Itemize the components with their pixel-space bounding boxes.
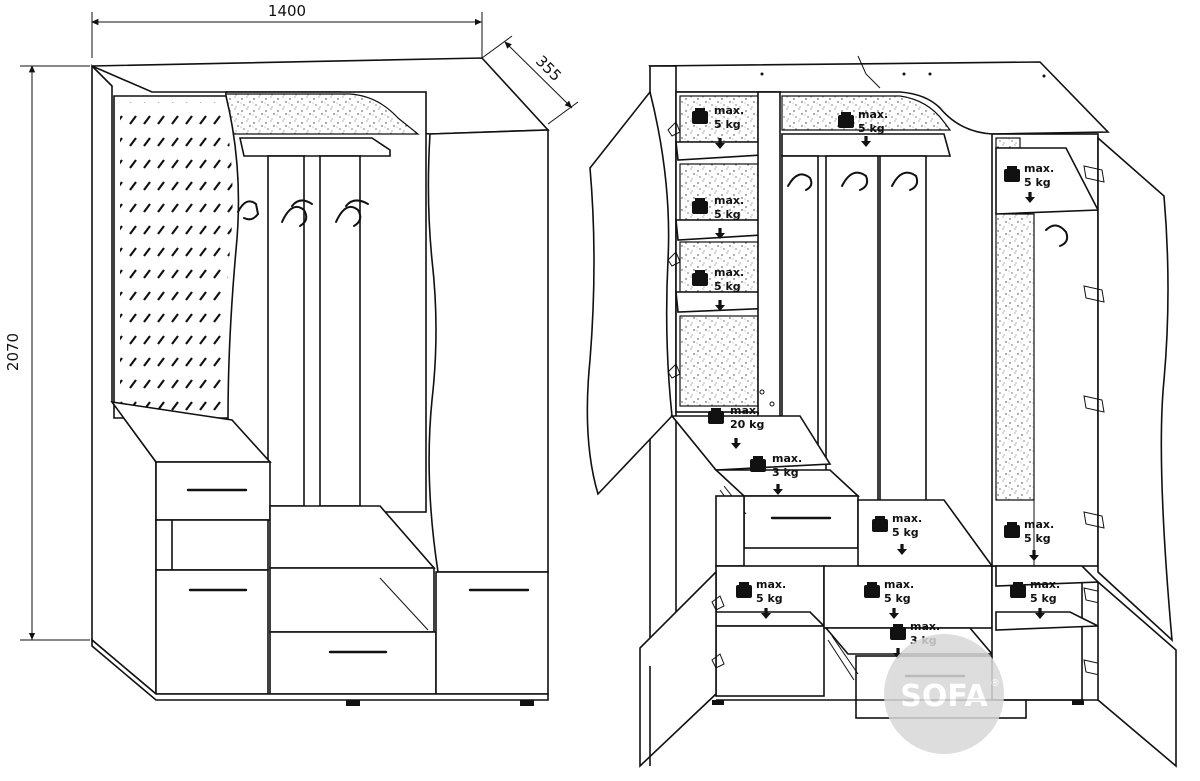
width-label: 1400 (268, 2, 306, 20)
svg-text:20 kg: 20 kg (730, 418, 764, 431)
svg-text:max.: max. (1024, 518, 1054, 531)
center-drawer[interactable] (269, 631, 437, 695)
hook-icon (891, 171, 919, 191)
svg-text:5 kg: 5 kg (1024, 532, 1051, 545)
center-open-shelf-open (823, 565, 993, 629)
load-label: max. 5 kg (838, 108, 888, 147)
logo-circle (884, 634, 1004, 754)
plinth (91, 638, 549, 701)
center-base-shelf-open (857, 499, 994, 567)
left-open-door[interactable] (586, 90, 673, 496)
load-label: max. 5 kg (864, 578, 914, 619)
svg-text:5 kg: 5 kg (858, 122, 885, 135)
center-strip (879, 155, 927, 507)
height-dimension: 2070 (4, 65, 90, 641)
load-label: max. 5 kg (692, 104, 744, 149)
seat-top-open (670, 415, 832, 471)
wardrobe-cork (995, 213, 1035, 501)
depth-label: 355 (532, 52, 565, 85)
hook-icon (335, 206, 362, 227)
right-wardrobe-door-open[interactable] (1097, 136, 1173, 642)
hook-icon (841, 171, 869, 191)
svg-text:max.: max. (910, 620, 940, 633)
cork-panel (995, 137, 1021, 149)
hook-icon (291, 199, 313, 207)
left-niche (715, 495, 745, 567)
hook-icon (1045, 224, 1069, 247)
left-lower-door[interactable] (639, 570, 717, 768)
svg-text:max.: max. (730, 404, 760, 417)
lower-right-door[interactable] (435, 571, 549, 695)
divider (757, 91, 781, 419)
coat-hooks (237, 199, 369, 227)
right-lower-door[interactable] (1097, 580, 1177, 768)
load-label: max. 5 kg (1010, 578, 1060, 619)
svg-text:max.: max. (892, 512, 922, 525)
sofa-logo-watermark: SOFA ® (884, 634, 1004, 754)
svg-text:5 kg: 5 kg (714, 208, 741, 221)
svg-text:5 kg: 5 kg (884, 592, 911, 605)
svg-text:max.: max. (756, 578, 786, 591)
svg-text:5 kg: 5 kg (1024, 176, 1051, 189)
svg-text:3 kg: 3 kg (772, 466, 799, 479)
load-label: max. 3 kg (750, 452, 802, 495)
hinges-left (667, 121, 681, 379)
svg-text:max.: max. (1030, 578, 1060, 591)
hat-shelf (239, 137, 391, 157)
hook-icon (345, 199, 369, 207)
hook-icon (281, 206, 308, 227)
center-strip (825, 155, 879, 507)
svg-text:max.: max. (1024, 162, 1054, 175)
foot (346, 700, 360, 706)
svg-text:max.: max. (714, 104, 744, 117)
load-label: max. 5 kg (692, 194, 744, 239)
load-label: max. 5 kg (1004, 162, 1054, 203)
closed-unit-drawing: 1400 355 2070 (4, 2, 579, 706)
load-label: max. 5 kg (692, 266, 744, 311)
width-dimension: 1400 (91, 2, 483, 58)
left-lower-cabinet-bottom (715, 625, 825, 697)
back-strip-left (267, 155, 305, 507)
load-label: max. 5 kg (872, 512, 922, 555)
load-label: max. 5 kg (736, 578, 786, 619)
top-cork-board (225, 93, 420, 135)
open-drawer-upper[interactable] (743, 495, 859, 549)
load-label: max. 5 kg (1004, 518, 1054, 561)
hook-icon (237, 200, 260, 221)
svg-text:5 kg: 5 kg (714, 118, 741, 131)
svg-text:max.: max. (772, 452, 802, 465)
load-label: max. 20 kg (708, 404, 764, 449)
center-strip (781, 155, 819, 457)
svg-text:max.: max. (714, 266, 744, 279)
svg-text:max.: max. (884, 578, 914, 591)
svg-text:5 kg: 5 kg (714, 280, 741, 293)
center-base-shelf (269, 505, 436, 569)
top-panel-open (648, 61, 1110, 135)
svg-text:5 kg: 5 kg (1030, 592, 1057, 605)
foot (520, 700, 534, 706)
coat-hooks-open (787, 171, 919, 191)
lower-left-door[interactable] (155, 569, 269, 695)
open-unit-drawing: max. 5 kg max. 5 kg max. 5 kg max. 20 kg… (586, 55, 1177, 768)
hook-icon (787, 173, 813, 191)
center-open-shelf (269, 567, 435, 633)
right-wardrobe-door[interactable] (427, 129, 549, 573)
cork-panel (679, 315, 759, 407)
mirror-glass (120, 102, 233, 412)
svg-text:max.: max. (858, 108, 888, 121)
svg-text:max.: max. (714, 194, 744, 207)
svg-text:5 kg: 5 kg (892, 526, 919, 539)
center-top-cork (781, 95, 952, 131)
height-label: 2070 (4, 333, 22, 371)
svg-text:5 kg: 5 kg (756, 592, 783, 605)
logo-text: SOFA (900, 679, 988, 714)
logo-registered-mark: ® (990, 678, 1000, 689)
